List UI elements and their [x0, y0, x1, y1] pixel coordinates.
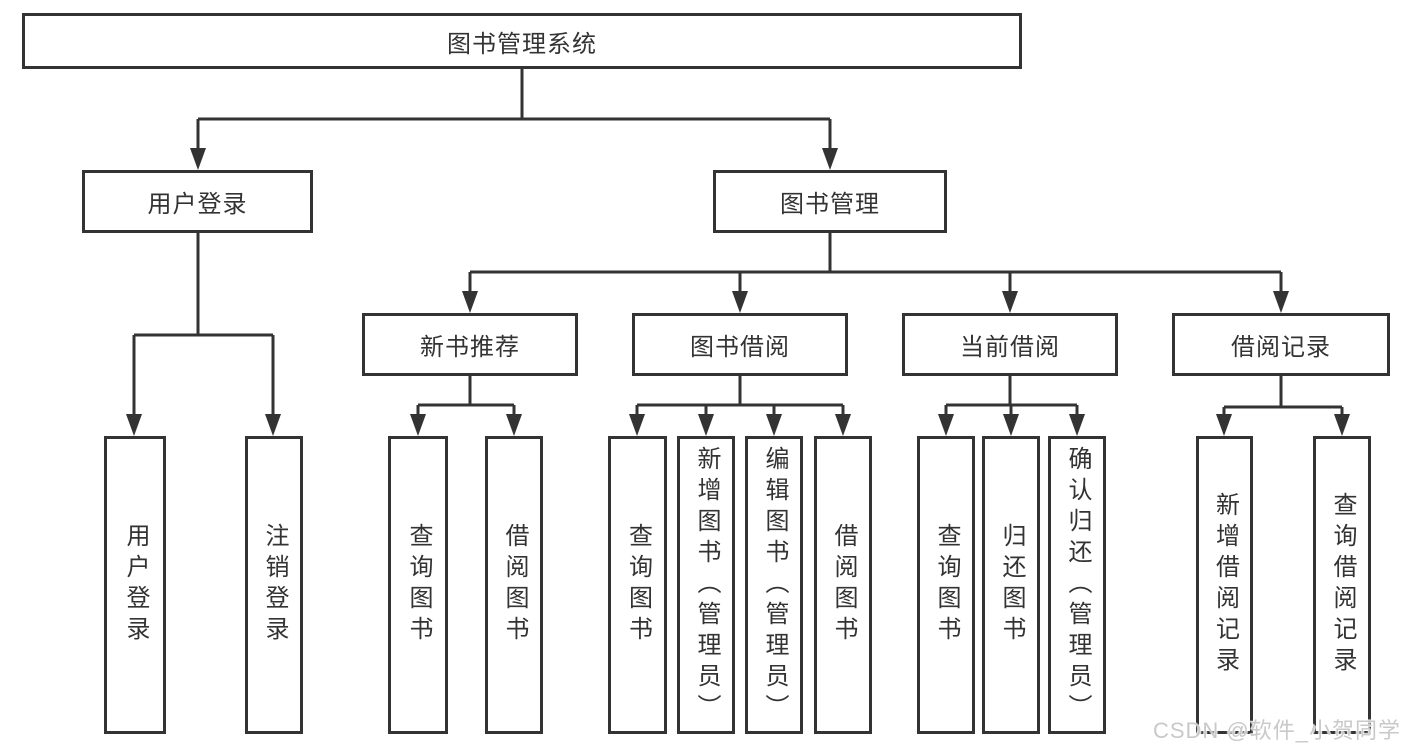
leaf-current-query-books: 查询图书 [917, 436, 975, 734]
leaf-records-query-record: 查询借阅记录 [1313, 436, 1371, 734]
node-user-login: 用户登录 [82, 170, 313, 233]
node-root: 图书管理系统 [22, 13, 1022, 69]
leaf-current-confirm-return-admin: 确认归还（管理员） [1048, 436, 1106, 734]
leaf-records-add-record: 新增借阅记录 [1196, 436, 1253, 734]
node-borrow-records: 借阅记录 [1172, 313, 1390, 376]
leaf-borrow-query-books: 查询图书 [608, 436, 667, 734]
node-user-login-label: 用户登录 [147, 191, 248, 218]
leaf-logout: 注销登录 [245, 436, 303, 734]
leaf-recommend-query-books: 查询图书 [388, 436, 448, 734]
connector-paths [132, 69, 1344, 414]
arrowhead-icons [126, 148, 1350, 436]
watermark: CSDN @软件_小贺同学 [1152, 718, 1401, 743]
node-root-label: 图书管理系统 [447, 30, 597, 58]
leaf-borrow-edit-book-admin: 编辑图书（管理员） [745, 436, 803, 734]
leaf-borrow-borrow-books: 借阅图书 [814, 436, 872, 734]
node-new-book-recommend: 新书推荐 [362, 313, 578, 376]
node-book-management: 图书管理 [713, 170, 947, 233]
node-book-management-label: 图书管理 [780, 191, 880, 218]
node-current-borrow: 当前借阅 [902, 313, 1118, 376]
leaf-borrow-add-book-admin: 新增图书（管理员） [677, 436, 735, 734]
leaf-recommend-borrow-books: 借阅图书 [485, 436, 543, 734]
leaf-current-return-books: 归还图书 [982, 436, 1040, 734]
leaf-user-login: 用户登录 [104, 436, 166, 734]
node-book-borrow: 图书借阅 [632, 313, 848, 376]
